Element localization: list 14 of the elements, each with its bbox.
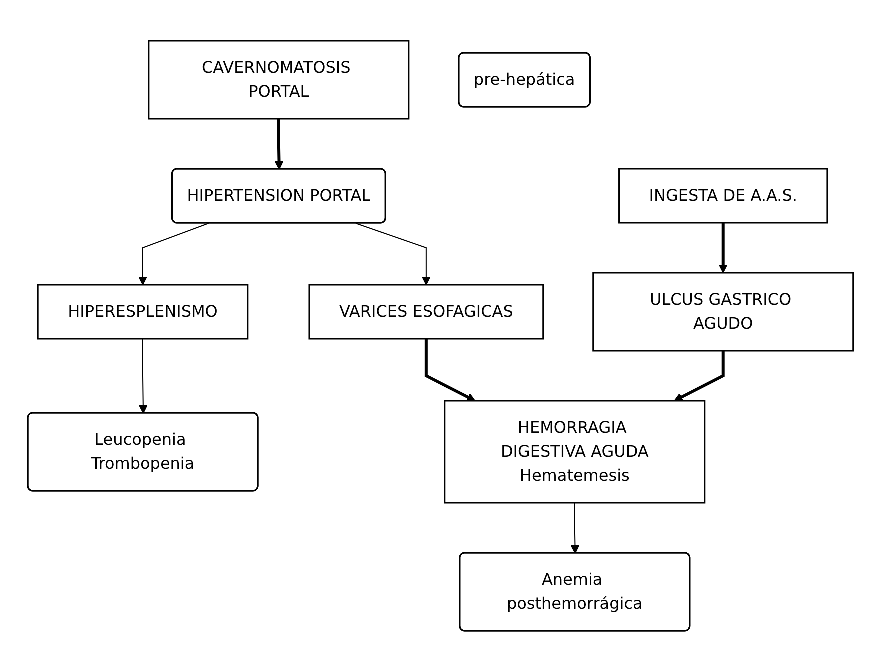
node-box: VARICES ESOFAGICAS: [308, 284, 544, 340]
arrow: [570, 502, 580, 554]
arrow: [274, 119, 284, 170]
arrow: [718, 223, 728, 274]
node-box: INGESTA DE A.A.S.: [618, 168, 828, 224]
arrow: [674, 351, 725, 402]
node-box: HIPERESPLENISMO: [37, 284, 248, 340]
node-box: HEMORRAGIA DIGESTIVA AGUDA Hematemesis: [444, 400, 706, 504]
arrow: [424, 339, 476, 402]
arrow: [355, 223, 431, 286]
node-box: ULCUS GASTRICO AGUDO: [592, 272, 854, 352]
node-box: CAVERNOMATOSIS PORTAL: [148, 40, 410, 120]
arrow: [138, 338, 148, 414]
arrow: [138, 223, 210, 286]
